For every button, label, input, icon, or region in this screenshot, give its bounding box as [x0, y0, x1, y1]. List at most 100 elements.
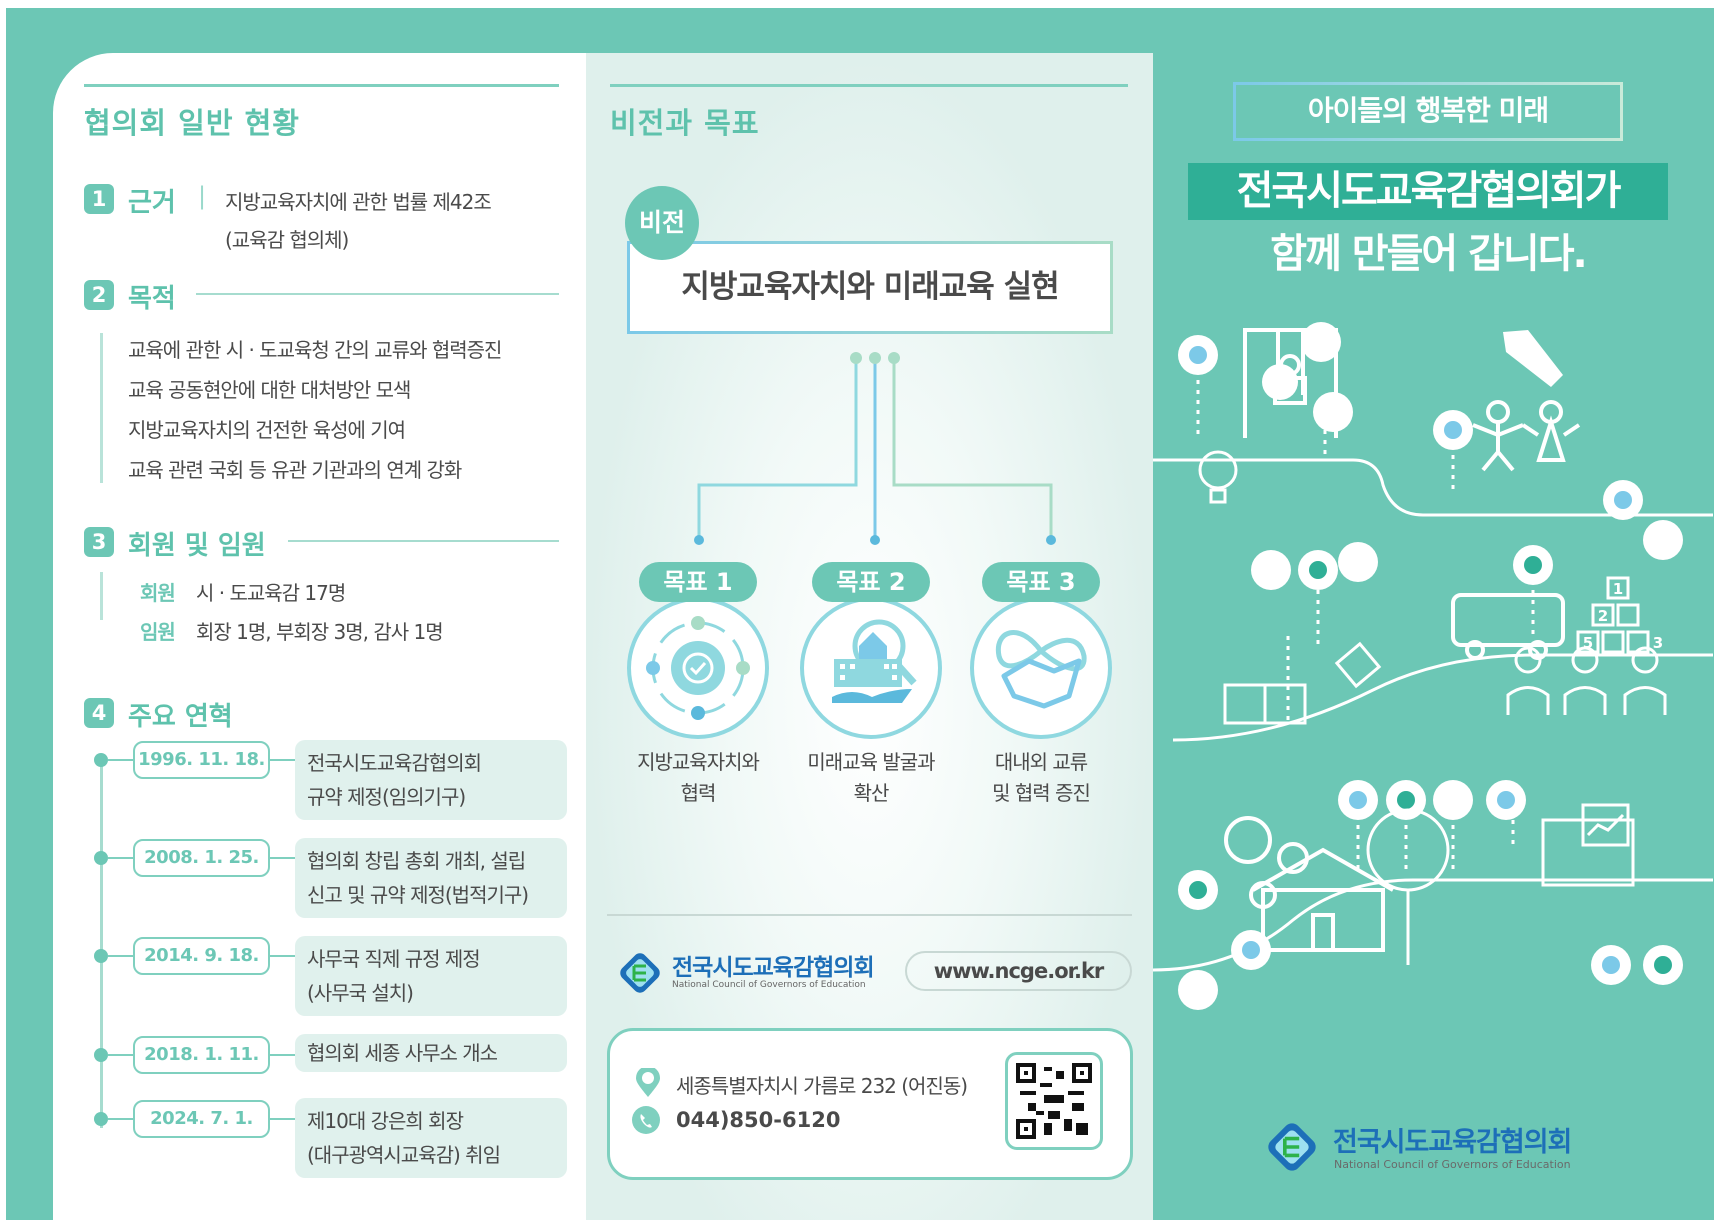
goal-icon-circle	[970, 597, 1112, 739]
tree-icon	[1366, 808, 1450, 965]
section-number-badge: 1	[84, 184, 114, 214]
connector	[270, 759, 295, 761]
divider	[610, 84, 1128, 87]
school-magnifier-icon	[832, 619, 917, 703]
cover-org-name-en: National Council of Governors of Educati…	[1334, 1158, 1571, 1171]
member-value: 시 · 도교육감 17명	[196, 581, 346, 605]
purpose-item: 교육 공동현안에 대한 대처방안 모색	[128, 378, 411, 402]
overview-panel	[53, 53, 586, 1220]
list-bar	[100, 572, 103, 620]
pin-icons	[1178, 322, 1683, 1010]
cover-org-logo	[1262, 1117, 1322, 1177]
vision-statement: 지방교육자치와 미래교육 실현	[681, 269, 1059, 305]
chart-board-icon	[1541, 803, 1635, 887]
cover-org-name: 전국시도교육감협의회	[1333, 1127, 1572, 1158]
list-bar	[100, 333, 103, 483]
cover-title-line1: 전국시도교육감협의회가	[1236, 168, 1622, 214]
event-date: 1996. 11. 18.	[133, 741, 270, 779]
connector	[108, 1054, 133, 1056]
block-number: 1	[1613, 580, 1623, 598]
org-name: 전국시도교육감협의회	[672, 955, 875, 981]
title-highlight	[1188, 163, 1668, 220]
goal-label-line: 대내외 교류	[994, 750, 1088, 774]
officer-label: 임원	[140, 620, 176, 644]
member-label: 회원	[140, 581, 176, 605]
phone-number: 044)850-6120	[676, 1108, 841, 1132]
event-date: 2014. 9. 18.	[133, 937, 270, 975]
cover-title-line2: 함께 만들어 갑니다.	[1270, 231, 1587, 277]
puzzle-icon	[1223, 641, 1382, 725]
qr-code-icon	[1016, 1063, 1092, 1139]
officer-value: 회장 1명, 부회장 3명, 감사 1명	[196, 620, 444, 644]
section-number-badge: 2	[84, 280, 114, 310]
divider	[607, 914, 1132, 916]
phone-icon	[632, 1106, 660, 1134]
section-number-badge: 4	[84, 698, 114, 728]
divider	[196, 293, 559, 295]
location-pin-icon	[636, 1068, 660, 1097]
goal-badge: 목표 2	[812, 562, 930, 602]
handshake-icon	[995, 630, 1087, 709]
goal-label-line: 협력	[680, 781, 717, 805]
goal-icon-circle	[627, 597, 769, 739]
rocket-icon	[1503, 330, 1563, 387]
connector	[108, 955, 133, 957]
overview-title: 협의회 일반 현황	[84, 106, 300, 140]
history-heading: 주요 연혁	[128, 702, 233, 732]
goal-label-line: 및 협력 증진	[992, 781, 1091, 805]
event-text: 협의회 창립 총회 개최, 설립	[307, 849, 526, 873]
goal-label: 지방교육자치와 협력	[613, 747, 783, 809]
block-number: 5	[1583, 634, 1593, 652]
vision-goal-connector	[694, 352, 1056, 545]
event-text: 전국시도교육감협의회	[307, 751, 482, 775]
purpose-item: 교육 관련 국회 등 유관 기관과의 연계 강화	[128, 458, 462, 482]
connector	[270, 1054, 295, 1056]
vision-statement-box: 지방교육자치와 미래교육 실현	[627, 241, 1113, 334]
address-text: 세종특별자치시 가름로 232 (어진동)	[676, 1074, 968, 1098]
members-heading: 회원 및 임원	[128, 531, 266, 561]
org-logo	[615, 948, 665, 998]
goal-label: 대내외 교류 및 협력 증진	[956, 747, 1126, 809]
event-text: 제10대 강은희 회장	[307, 1109, 464, 1133]
gear-cycle-icon	[646, 616, 750, 720]
connector	[270, 1118, 295, 1120]
cover-subtitle: 아이들의 행복한 미래	[1233, 82, 1623, 141]
event-date: 2008. 1. 25.	[133, 839, 270, 877]
website-link[interactable]: www.ncge.or.kr	[905, 951, 1132, 991]
event-text: (사무국 설치)	[307, 981, 414, 1005]
divider	[288, 540, 559, 542]
basis-text-sub: (교육감 협의체)	[225, 228, 349, 252]
lightbulb-icon	[1198, 450, 1238, 504]
timeline-dot	[94, 851, 108, 865]
goal-icon-circle	[800, 597, 942, 739]
number-blocks-icon	[1576, 576, 1650, 654]
school-icon	[1252, 847, 1394, 952]
divider	[84, 84, 559, 87]
people-icon	[1506, 646, 1667, 715]
connector	[108, 1118, 133, 1120]
purpose-item: 지방교육자치의 건전한 육성에 기여	[128, 418, 406, 442]
ncge-logo-icon	[620, 953, 660, 993]
block-number: 2	[1598, 607, 1608, 625]
connector	[108, 759, 133, 761]
section-number-badge: 3	[84, 527, 114, 557]
event-date: 2024. 7. 1.	[133, 1100, 270, 1138]
timeline-dot	[94, 753, 108, 767]
purpose-heading: 목적	[128, 284, 176, 314]
vision-title: 비전과 목표	[610, 106, 760, 140]
goal-badge: 목표 3	[982, 562, 1100, 602]
timeline-dot	[94, 1112, 108, 1126]
goal-label-line: 확산	[853, 781, 890, 805]
gears-icon	[1224, 816, 1309, 909]
goal-label: 미래교육 발굴과 확산	[786, 747, 956, 809]
event-text: 협의회 세종 사무소 개소	[307, 1041, 498, 1065]
bus-icon	[1451, 593, 1565, 660]
timeline-dot	[94, 1048, 108, 1062]
timeline-dot	[94, 949, 108, 963]
basis-text: 지방교육자치에 관한 법률 제42조	[225, 190, 492, 214]
goal-label-line: 지방교육자치와	[637, 750, 760, 774]
connector	[270, 857, 295, 859]
qr-code[interactable]	[1005, 1052, 1103, 1150]
org-name-en: National Council of Governors of Educati…	[672, 980, 866, 990]
goal-label-line: 미래교육 발굴과	[807, 750, 935, 774]
